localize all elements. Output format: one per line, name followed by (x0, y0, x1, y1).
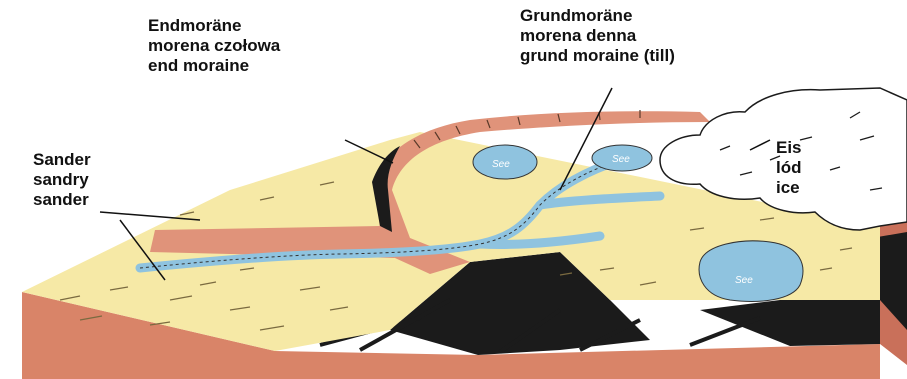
label-ground-moraine-pl: morena denna (520, 26, 675, 46)
label-end-moraine-de: Endmoräne (148, 16, 280, 36)
label-sander-en: sander (33, 190, 91, 210)
label-ice-pl: lód (776, 158, 802, 178)
lake-3 (699, 241, 803, 302)
lake-1-label: See (492, 159, 510, 170)
label-sander-pl: sandry (33, 170, 91, 190)
label-ice-de: Eis (776, 138, 802, 158)
label-ice-en: ice (776, 178, 802, 198)
label-end-moraine: Endmoräne morena czołowa end moraine (148, 16, 280, 76)
label-end-moraine-en: end moraine (148, 56, 280, 76)
label-ice: Eis lód ice (776, 138, 802, 198)
label-end-moraine-pl: morena czołowa (148, 36, 280, 56)
label-ground-moraine-en: grund moraine (till) (520, 46, 675, 66)
lake-3-label: See (735, 275, 753, 286)
label-ground-moraine-de: Grundmoräne (520, 6, 675, 26)
lake-2-label: See (612, 154, 630, 165)
label-sander-de: Sander (33, 150, 91, 170)
label-sander: Sander sandry sander (33, 150, 91, 210)
label-ground-moraine: Grundmoräne morena denna grund moraine (… (520, 6, 675, 66)
